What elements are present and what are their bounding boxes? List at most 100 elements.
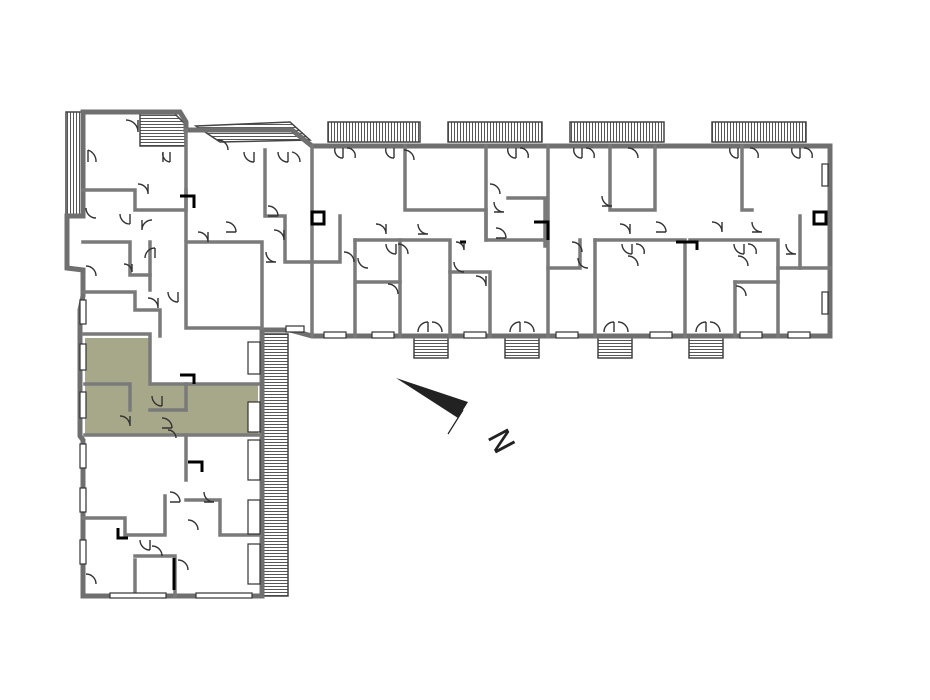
door	[197, 231, 209, 243]
wall	[81, 128, 188, 212]
door	[621, 243, 645, 255]
door	[627, 147, 639, 159]
door	[225, 221, 237, 233]
window	[787, 331, 811, 339]
window	[79, 343, 87, 371]
door	[627, 255, 639, 267]
inner-walls	[81, 128, 832, 598]
north-arrow-needle	[396, 378, 468, 418]
door	[167, 291, 179, 303]
door	[385, 147, 395, 159]
door	[343, 251, 355, 263]
door	[603, 321, 629, 333]
door	[162, 151, 171, 163]
door	[151, 395, 163, 407]
door	[749, 147, 759, 159]
wall	[81, 332, 260, 386]
window	[79, 487, 87, 513]
balcony-bottom-1	[413, 335, 449, 359]
door	[791, 147, 813, 159]
door	[144, 247, 156, 259]
door	[357, 257, 369, 269]
door	[187, 519, 199, 531]
wall	[506, 196, 547, 248]
door	[785, 243, 797, 255]
wall	[403, 144, 488, 242]
column	[534, 220, 550, 240]
door	[509, 321, 535, 333]
balcony-northwest	[139, 113, 186, 147]
door	[455, 241, 465, 251]
door	[137, 183, 149, 195]
door	[751, 221, 763, 233]
door	[334, 147, 356, 159]
gallery-east	[261, 333, 289, 597]
balcony-top-2	[447, 121, 543, 143]
door	[619, 223, 631, 235]
door	[119, 415, 131, 427]
window	[79, 299, 87, 325]
wall	[83, 382, 132, 412]
wall	[81, 290, 162, 338]
window	[323, 331, 347, 339]
window	[285, 325, 305, 333]
door	[119, 213, 131, 225]
wall	[81, 240, 152, 277]
window	[79, 391, 87, 419]
column	[116, 528, 128, 540]
balcony-top-4	[711, 121, 807, 143]
window	[79, 539, 87, 565]
window	[649, 331, 673, 339]
door	[243, 151, 255, 163]
balcony-west	[65, 111, 83, 217]
wall	[546, 238, 582, 270]
window	[247, 341, 261, 375]
door	[735, 285, 747, 297]
outer-wall-main	[64, 109, 833, 599]
north-arrow-stem	[447, 409, 464, 435]
window	[247, 401, 261, 433]
door	[147, 297, 159, 309]
door	[577, 257, 589, 269]
door	[161, 417, 173, 429]
column	[180, 194, 196, 208]
windows	[79, 163, 829, 599]
wall	[133, 554, 177, 598]
window	[247, 543, 261, 585]
door	[507, 147, 529, 159]
window	[821, 291, 829, 315]
door	[737, 255, 749, 267]
window	[247, 499, 261, 535]
door	[151, 545, 163, 557]
column	[188, 460, 204, 472]
door	[85, 265, 97, 277]
door	[167, 429, 177, 439]
wall	[184, 498, 262, 537]
door	[695, 321, 721, 333]
wall	[740, 144, 754, 212]
wall	[688, 238, 780, 338]
door	[169, 491, 181, 503]
door	[711, 221, 723, 233]
apartment-selected[interactable]	[85, 338, 258, 435]
wall	[448, 270, 492, 338]
column	[310, 210, 326, 226]
door	[403, 149, 415, 161]
wall	[184, 240, 264, 330]
column	[812, 210, 828, 226]
door	[493, 201, 505, 213]
balconies	[65, 111, 807, 597]
door	[453, 261, 465, 273]
window	[109, 592, 167, 599]
column	[180, 373, 196, 384]
window	[463, 331, 487, 339]
door	[217, 139, 229, 151]
window	[555, 331, 579, 339]
apartment-fill[interactable]	[85, 338, 258, 435]
door	[729, 147, 739, 159]
door	[177, 559, 189, 571]
north-label: N	[480, 423, 521, 459]
door	[417, 223, 429, 235]
door	[417, 321, 443, 333]
